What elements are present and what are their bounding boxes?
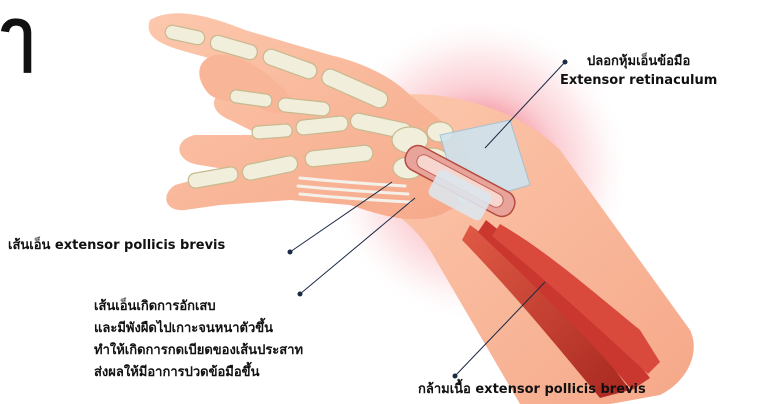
inflammation-line: เส้นเอ็นเกิดการอักเสบ [94, 296, 303, 318]
retinaculum-label-english: Extensor retinaculum [560, 71, 717, 90]
inflammation-line: ส่งผลให้มีอาการปวดข้อมือขึ้น [94, 362, 303, 384]
retinaculum-label-thai: ปลอกหุ้มเอ็นข้อมือ [560, 52, 717, 71]
inflammation-line: และมีพังผืดไปเกาะจนหนาตัวขึ้น [94, 318, 303, 340]
retinaculum-label: ปลอกหุ้มเอ็นข้อมือ Extensor retinaculum [560, 52, 717, 90]
muscle-label: กล้ามเนื้อ extensor pollicis brevis [418, 378, 646, 399]
inflammation-line: ทำให้เกิดการกดเบียดของเส้นประสาท [94, 340, 303, 362]
inflammation-description: เส้นเอ็นเกิดการอักเสบ และมีพังผืดไปเกาะจ… [94, 296, 303, 384]
tendon-label: เส้นเอ็น extensor pollicis brevis [8, 234, 225, 255]
